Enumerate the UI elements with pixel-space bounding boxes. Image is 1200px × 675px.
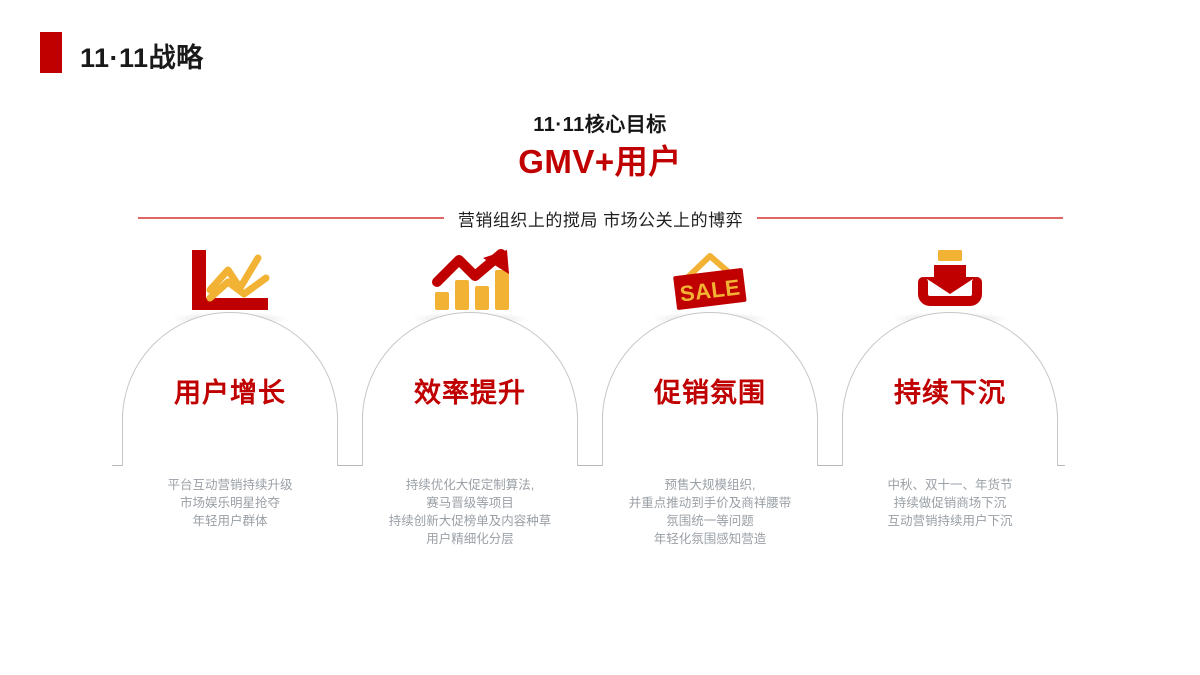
sale-tag-icon: SALE xyxy=(650,244,770,312)
core-goal-label: 11·11核心目标 xyxy=(533,114,667,136)
arch-baseline xyxy=(112,465,1065,466)
header-accent-bar xyxy=(40,32,62,73)
pillar-sinking[interactable]: 持续下沉 中秋、双十一、年货节 持续做促销商场下沉 互动营销持续用户下沉 xyxy=(830,236,1070,576)
pillar-description: 持续优化大促定制算法, 赛马晋级等项目 持续创新大促榜单及内容种草 用户精细化分… xyxy=(388,478,552,546)
core-goal-value: GMV+用户 xyxy=(518,143,682,180)
pillar-description: 中秋、双十一、年货节 持续做促销商场下沉 互动营销持续用户下沉 xyxy=(887,478,1013,528)
divider-caption: 营销组织上的搅局 市场公关上的博弈 xyxy=(457,210,744,230)
pillars-section: 用户增长 平台互动营销持续升级 市场娱乐明星抢夺 年轻用户群体 效率提升 持续优… xyxy=(0,236,1200,576)
pillar-promotion[interactable]: SALE 促销氛围 预售大规模组织, 并重点推动到手价及商祥腰带 氛围统一等问题… xyxy=(590,236,830,576)
page-title: 11·11战略 xyxy=(80,43,204,73)
slide-header: 11·11战略 xyxy=(0,0,1200,100)
bar-chart-growth-icon xyxy=(410,244,530,312)
pillar-title: 促销氛围 xyxy=(654,378,766,408)
line-chart-icon xyxy=(170,244,290,312)
pillar-description: 平台互动营销持续升级 市场娱乐明星抢夺 年轻用户群体 xyxy=(167,478,293,528)
pillar-title: 用户增长 xyxy=(174,378,286,408)
download-arrow-icon xyxy=(890,244,1010,312)
divider-line-right xyxy=(757,217,1064,219)
pillar-description: 预售大规模组织, 并重点推动到手价及商祥腰带 氛围统一等问题 年轻化氛围感知营造 xyxy=(628,478,792,546)
pillar-efficiency[interactable]: 效率提升 持续优化大促定制算法, 赛马晋级等项目 持续创新大促榜单及内容种草 用… xyxy=(350,236,590,576)
pillar-title: 效率提升 xyxy=(414,378,526,408)
divider-line-left xyxy=(138,217,444,219)
pillar-user-growth[interactable]: 用户增长 平台互动营销持续升级 市场娱乐明星抢夺 年轻用户群体 xyxy=(110,236,350,576)
core-goal-block: 11·11核心目标 GMV+用户 xyxy=(0,112,1200,182)
divider-row: 营销组织上的搅局 市场公关上的博弈 xyxy=(138,205,1064,231)
pillar-title: 持续下沉 xyxy=(894,378,1006,408)
